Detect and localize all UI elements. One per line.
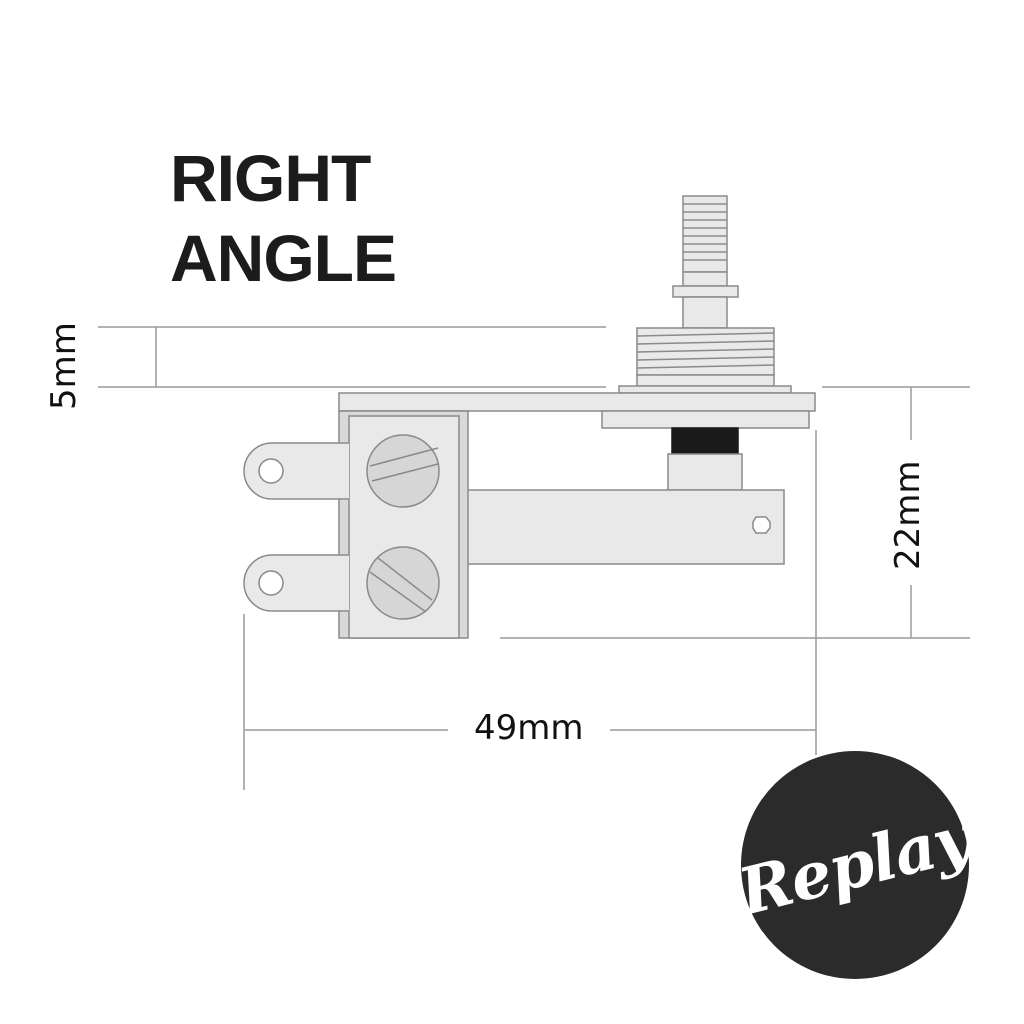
dimension-22mm-label: 22mm <box>888 460 928 570</box>
tip-neck <box>682 271 728 287</box>
diagram-title: RIGHT ANGLE <box>170 138 397 298</box>
black-insulator <box>671 427 739 455</box>
washer <box>618 385 792 394</box>
lug-hole-upper <box>258 458 284 484</box>
title-line-1: RIGHT <box>170 141 371 215</box>
replay-logo-badge: Replay <box>732 751 978 979</box>
terminal-screw-lower <box>366 546 440 620</box>
solder-lug-lower <box>243 554 349 612</box>
collar <box>672 285 739 298</box>
nut <box>636 374 775 387</box>
solder-lug-upper <box>243 442 349 500</box>
dimension-49mm-label: 49mm <box>470 708 588 748</box>
lever-hole <box>752 516 771 534</box>
dimension-lines <box>98 326 970 790</box>
replay-logo-text: Replay <box>731 800 979 930</box>
plate-lower <box>601 410 810 429</box>
threaded-bushing <box>636 327 775 376</box>
mounting-plate <box>338 392 816 412</box>
threaded-tip <box>682 195 728 273</box>
terminal-screw-upper <box>366 434 440 508</box>
shaft <box>682 296 728 329</box>
lever-arm <box>459 489 785 565</box>
dimension-5mm-label: 5mm <box>44 322 84 410</box>
title-line-2: ANGLE <box>170 221 397 295</box>
lug-hole-lower <box>258 570 284 596</box>
actuator-block <box>667 453 743 491</box>
